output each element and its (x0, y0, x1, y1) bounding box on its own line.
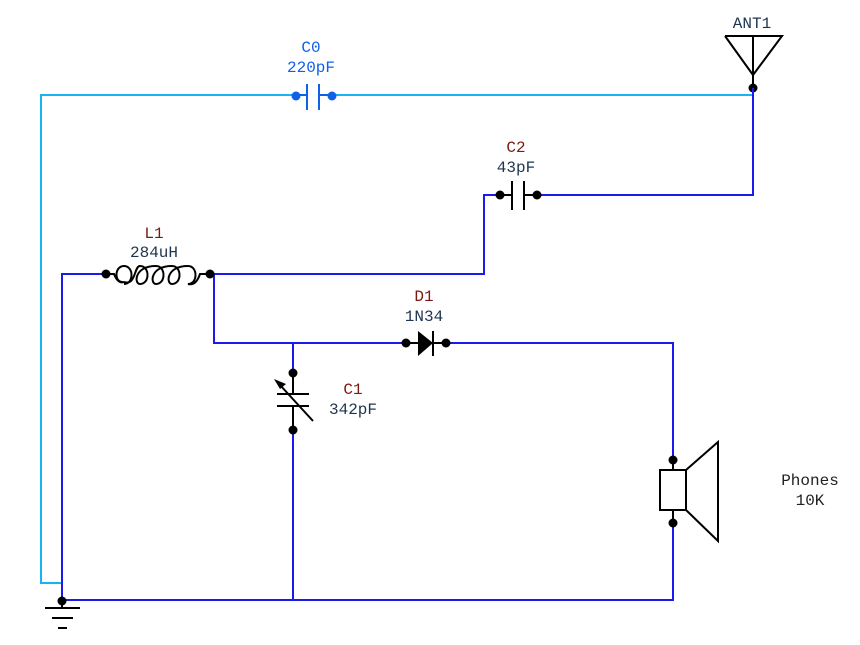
c0-value-label: 220pF (287, 59, 335, 77)
wire-c0-net (40, 94, 753, 584)
headphones-speaker[interactable] (659, 439, 719, 544)
c1-ref-label: C1 (343, 381, 362, 399)
c0-ref-label: C0 (301, 39, 320, 57)
ground-icon (45, 596, 80, 629)
l1-ref-label: L1 (144, 225, 163, 243)
c2-ref-label: C2 (506, 139, 525, 157)
c1-value-label: 342pF (329, 401, 377, 419)
variable-capacitor-c1[interactable] (274, 368, 314, 435)
d1-value-label: 1N34 (405, 308, 443, 326)
l1-value-label: 284uH (130, 244, 178, 262)
antenna-ant1[interactable] (724, 35, 784, 93)
capacitor-c2[interactable] (495, 181, 542, 210)
diode-d1[interactable] (401, 331, 451, 356)
phones-ref-label: Phones (781, 472, 839, 490)
phones-value-label: 10K (796, 492, 825, 510)
wires (61, 88, 754, 601)
inductor-l1[interactable] (101, 264, 215, 286)
c2-value-label: 43pF (497, 159, 535, 177)
adjust-arrow-icon (274, 379, 286, 389)
ant1-ref-label: ANT1 (733, 15, 771, 33)
capacitor-c0[interactable] (291, 84, 337, 110)
d1-ref-label: D1 (414, 288, 433, 306)
